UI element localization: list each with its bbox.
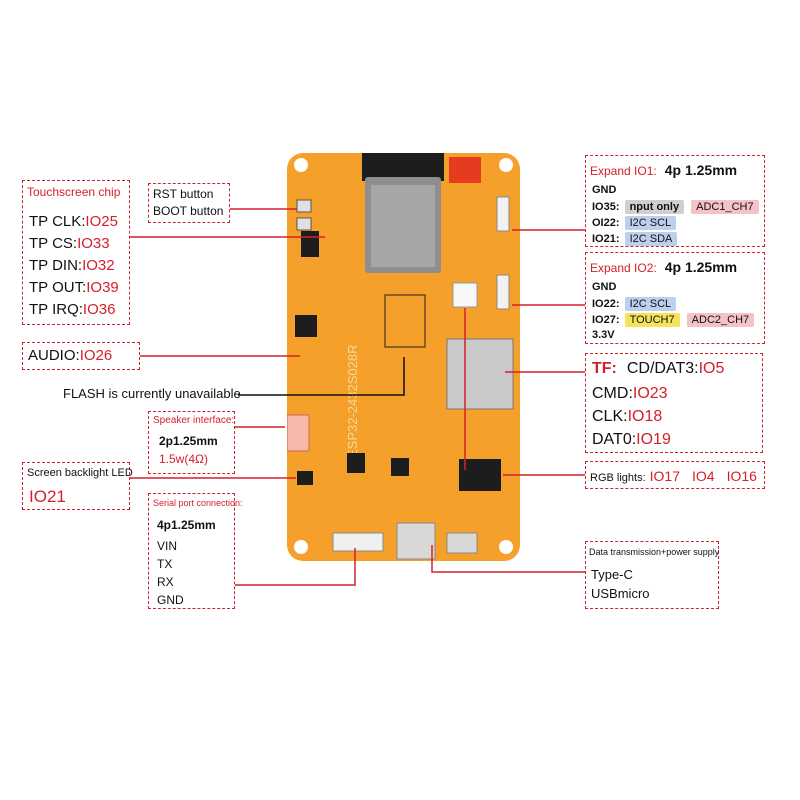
mount-hole — [499, 540, 513, 554]
expand-io1-row: IO21: I2C SDA — [592, 232, 678, 246]
expand-io2-row: IO27: TOUCH7 ADC2_CH7 — [592, 313, 755, 327]
touch-row: TP CLK:IO25 — [29, 213, 118, 230]
expand-io2-title: Expand IO2:4p 1.25mm — [590, 259, 738, 275]
serial-pin: GND — [157, 593, 184, 607]
tf-row: DAT0:IO19 — [592, 431, 671, 448]
serial-connector — [332, 532, 384, 552]
expand-io1-row: IO35: nput only ADC1_CH7 — [592, 200, 759, 214]
rst-button-label: RST button — [153, 187, 214, 201]
serial-pin: VIN — [157, 539, 178, 553]
touch-row: TP IRQ:IO36 — [29, 301, 116, 318]
audio-box: AUDIO:IO26 — [22, 342, 140, 370]
speaker-connector — [287, 414, 310, 452]
tf-box: TF:CD/DAT3:IO5 CMD:IO23 CLK:IO18 DAT0:IO… — [585, 353, 763, 453]
touchscreen-title: Touchscreen chip — [27, 185, 121, 199]
serial-pin: RX — [157, 575, 174, 589]
esp32-board: ESP32-2432S028R — [287, 153, 520, 561]
speaker-spec: 2p1.25mm — [159, 434, 218, 448]
sd-slot — [446, 338, 514, 410]
board-silkscreen: ESP32-2432S028R — [345, 345, 360, 458]
regulator — [391, 458, 409, 476]
touch-row: TP DIN:IO32 — [29, 257, 115, 274]
boot-button-label: BOOT button — [153, 204, 224, 218]
expand-io1-row: OI22: I2C SCL — [592, 216, 677, 230]
touch-row: TP OUT:IO39 — [29, 279, 119, 296]
flash-footprint — [384, 294, 426, 348]
tf-row: TF:CD/DAT3:IO5 — [592, 360, 725, 377]
serial-box: Serial port connection: 4p1.25mm VIN TX … — [148, 493, 243, 609]
mount-hole — [499, 158, 513, 172]
buttons-box: RST button BOOT button — [148, 183, 230, 223]
expand-io1-connector — [496, 196, 510, 232]
mount-hole — [294, 540, 308, 554]
expand-io2-connector — [496, 274, 510, 310]
usb-micro-label: USBmicro — [591, 586, 650, 601]
usb-typec — [396, 522, 436, 560]
expand-io1-gnd: GND — [592, 184, 617, 196]
backlight-title: Screen backlight LED — [27, 467, 133, 479]
serial-title: Serial port connection: — [153, 498, 243, 508]
rgb-pad — [452, 282, 478, 308]
audio-label: AUDIO:IO26 — [28, 347, 113, 364]
regulator — [347, 453, 365, 473]
red-pad — [449, 157, 481, 183]
touch-ic — [301, 231, 319, 257]
speaker-box: Speaker interface: 2p1.25mm 1.5w(4Ω) — [148, 411, 235, 474]
flash-note: FLASH is currently unavailable — [63, 386, 241, 401]
esp32-shield — [371, 185, 435, 267]
backlight-io: IO21 — [29, 487, 66, 506]
expand-io2-gnd: GND — [592, 281, 617, 293]
expand-io1-box: Expand IO1:4p 1.25mm GND IO35: nput only… — [585, 155, 765, 247]
touchscreen-box: Touchscreen chip TP CLK:IO25 TP CS:IO33 … — [22, 180, 130, 325]
usb-typec-label: Type-C — [591, 567, 633, 582]
expand-io2-box: Expand IO2:4p 1.25mm GND IO22: I2C SCL I… — [585, 252, 765, 344]
touch-row: TP CS:IO33 — [29, 235, 110, 252]
mount-hole — [294, 158, 308, 172]
expand-io2-3v3: 3.3V — [592, 329, 615, 341]
audio-amp — [295, 315, 317, 337]
rgb-led-driver — [459, 459, 501, 491]
tf-row: CLK:IO18 — [592, 408, 663, 425]
usb-micro — [446, 532, 478, 554]
speaker-title: Speaker interface: — [153, 415, 235, 426]
usb-box: Data transmission+power supply Type-C US… — [585, 541, 719, 609]
backlight-box: Screen backlight LED IO21 — [22, 462, 133, 510]
backlight-led — [297, 471, 313, 485]
expand-io2-row: IO22: I2C SCL — [592, 297, 677, 311]
esp32-antenna — [362, 153, 444, 181]
serial-spec: 4p1.25mm — [157, 518, 216, 532]
boot-button — [296, 217, 312, 231]
speaker-power: 1.5w(4Ω) — [159, 452, 208, 466]
tf-row: CMD:IO23 — [592, 385, 668, 402]
serial-pin: TX — [157, 557, 173, 571]
rst-button — [296, 199, 312, 213]
expand-io1-title: Expand IO1:4p 1.25mm — [590, 162, 738, 178]
usb-title: Data transmission+power supply — [589, 547, 720, 557]
